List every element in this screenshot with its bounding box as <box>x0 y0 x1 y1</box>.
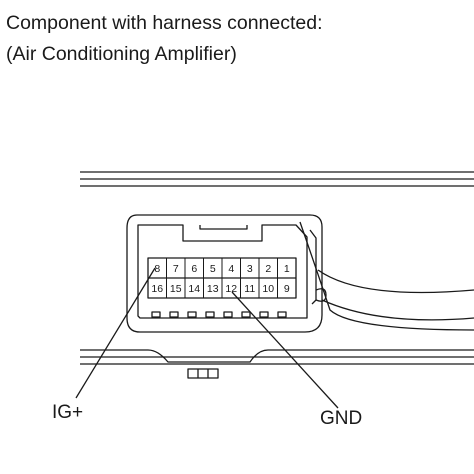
pin-number: 9 <box>284 283 290 295</box>
connector-latch <box>199 225 248 230</box>
pin-number: 13 <box>207 283 219 295</box>
pin-number: 11 <box>244 283 255 295</box>
pin-number: 6 <box>191 263 197 275</box>
terminal-teeth <box>151 311 287 318</box>
pin-number: 2 <box>265 263 271 275</box>
harness-wires-right <box>299 221 474 331</box>
gnd-label: GND <box>320 408 362 429</box>
pin-number: 3 <box>247 263 253 275</box>
pin-number: 1 <box>284 263 290 275</box>
pin-number: 15 <box>170 283 182 295</box>
ig-plus-label: IG+ <box>52 402 83 423</box>
ig-plus-leader-line <box>75 267 156 399</box>
harness-top-lines <box>80 171 474 187</box>
gnd-leader-line <box>231 291 339 409</box>
harness-bottom-band <box>80 349 474 365</box>
harness-clip <box>187 368 219 379</box>
title-line-1: Component with harness connected: <box>6 12 323 34</box>
pin-number: 7 <box>173 263 179 275</box>
title-line-2: (Air Conditioning Amplifier) <box>6 43 237 65</box>
connector-housing <box>126 214 323 333</box>
pin-number: 8 <box>154 263 160 275</box>
pin-number: 4 <box>228 263 234 275</box>
connector-inner-body <box>137 224 308 319</box>
pin-number: 5 <box>210 263 216 275</box>
pin-number: 12 <box>225 283 237 295</box>
pin-number: 10 <box>262 283 274 295</box>
pin-number: 14 <box>188 283 200 295</box>
pin-number: 16 <box>151 283 163 295</box>
